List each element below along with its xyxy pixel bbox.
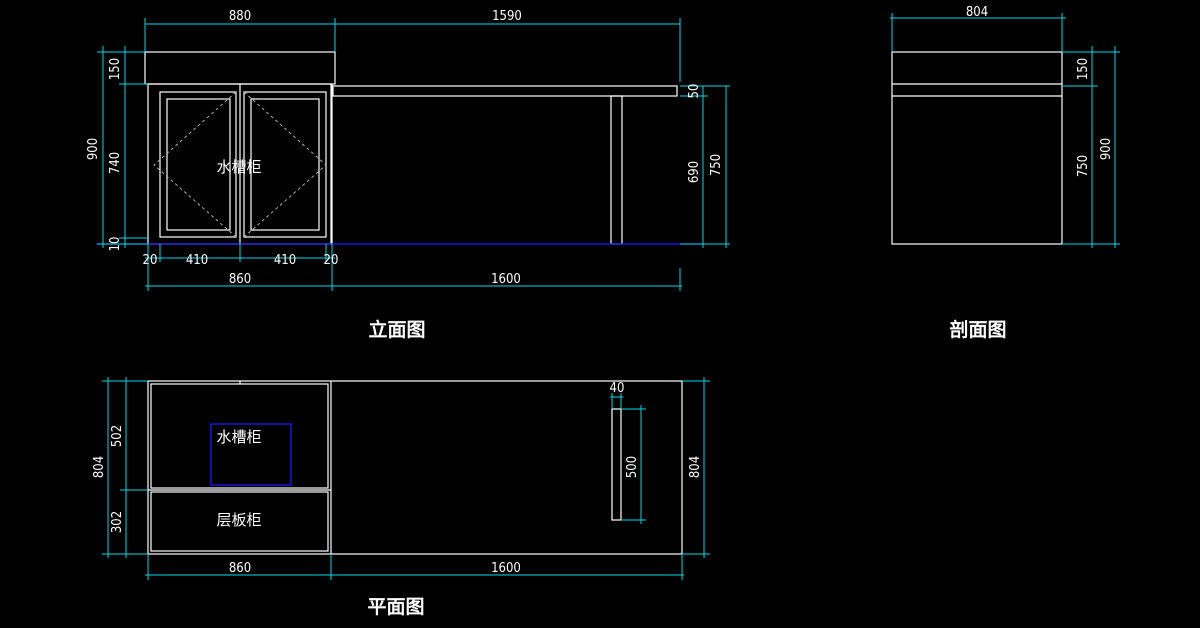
cabinet-top-block	[144, 51, 336, 85]
dim-table-length-bottom: 1600	[491, 272, 521, 287]
dim-table-length-top: 1590	[492, 9, 522, 24]
dim-leg-height: 690	[687, 161, 702, 183]
dim-plan-shelf-depth: 302	[110, 511, 125, 533]
dim-right-door: 410	[274, 253, 296, 268]
right-door-panel	[250, 98, 320, 231]
right-door-swing	[243, 91, 327, 238]
left-door-frame	[159, 91, 237, 238]
dim-leg-length: 500	[625, 456, 640, 478]
dim-total-height: 900	[86, 138, 101, 160]
dim-right-frame: 20	[324, 253, 339, 268]
dim-section-depth: 804	[966, 5, 988, 20]
plan-outline	[147, 380, 683, 555]
dim-plan-cabinet-width: 860	[229, 561, 251, 576]
table-leg	[610, 95, 623, 245]
dim-section-body-height: 750	[1076, 155, 1091, 177]
dim-section-total-height: 900	[1099, 138, 1114, 160]
dim-left-door: 410	[186, 253, 208, 268]
elevation-sink-cabinet-label: 水槽柜	[216, 158, 261, 176]
plan-shelf-cabinet-inner	[150, 491, 329, 552]
dim-door-height: 740	[108, 152, 123, 174]
dim-leg-width: 40	[610, 381, 625, 396]
dim-top-thickness: 50	[687, 84, 702, 99]
plan-shelf-cabinet-label: 层板柜	[216, 511, 261, 529]
plan-sink-cabinet-label: 水槽柜	[216, 428, 261, 446]
dim-plan-table-length: 1600	[491, 561, 521, 576]
dim-cabinet-width-bottom: 860	[229, 272, 251, 287]
section-outline	[891, 51, 1063, 245]
left-door-swing	[153, 91, 237, 238]
elevation-title: 立面图	[368, 318, 425, 341]
section-view: 804 150 750 900 剖面图	[890, 5, 1120, 341]
dim-table-height: 750	[709, 154, 724, 176]
elevation-view: 880 1590 900 150 740 10 50 690 750 20 41…	[86, 9, 730, 341]
dim-plan-sink-depth: 502	[110, 425, 125, 447]
dim-top-height: 150	[108, 58, 123, 80]
section-title: 剖面图	[949, 318, 1006, 341]
dim-base-gap: 10	[108, 237, 123, 252]
table-top	[332, 85, 678, 97]
dim-section-top-height: 150	[1076, 58, 1091, 80]
plan-sink-basin	[210, 423, 292, 486]
dim-cabinet-width-top: 880	[229, 9, 251, 24]
dim-left-frame: 20	[143, 253, 158, 268]
left-door-panel	[166, 98, 231, 231]
plan-view: 804 502 302 40 500 804 860 1600 水槽柜 层板柜 …	[92, 377, 710, 618]
plan-title: 平面图	[367, 596, 424, 618]
dim-plan-right-depth: 804	[688, 456, 703, 478]
plan-leg	[611, 408, 622, 521]
dim-plan-total-depth: 804	[92, 456, 107, 478]
